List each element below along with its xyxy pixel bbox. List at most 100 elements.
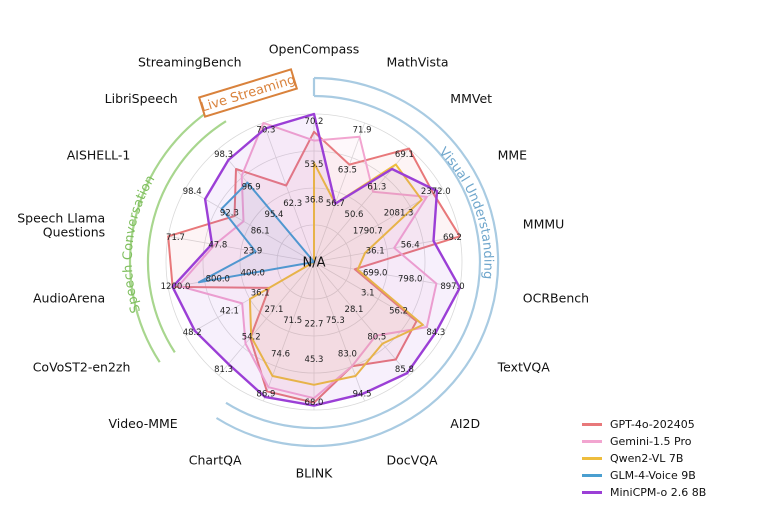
axis-label-mme: MME xyxy=(498,148,528,163)
tick-label: 28.1 xyxy=(345,305,364,315)
tick-label: 86.1 xyxy=(251,226,270,236)
tick-label: 63.5 xyxy=(338,166,357,176)
tick-label: 61.3 xyxy=(367,183,386,193)
tick-label: 699.0 xyxy=(363,268,387,278)
grid-spoke xyxy=(263,122,315,263)
series-glm-4-voice-9b xyxy=(197,181,315,284)
axis-label-aishell-1: AISHELL-1 xyxy=(67,148,131,163)
legend-item-minicpm: MiniCPM-o 2.6 8B xyxy=(582,484,706,501)
legend-label: Gemini-1.5 Pro xyxy=(610,435,692,448)
axis-label-covost2-en2zh: CoVoST2-en2zh xyxy=(33,360,131,375)
axis-label-line: Speech Llama xyxy=(17,210,105,225)
tick-label: 42.1 xyxy=(220,306,239,316)
radar-series xyxy=(167,112,461,407)
legend: GPT-4o-202405 Gemini-1.5 Pro Qwen2-VL 7B… xyxy=(582,416,706,501)
tick-label: 1790.7 xyxy=(353,226,383,236)
tick-label: 3.1 xyxy=(361,289,375,299)
axis-label-mmmu: MMMU xyxy=(523,217,565,232)
legend-swatch xyxy=(582,491,602,494)
band-visual-understanding xyxy=(215,76,500,448)
tick-label: 23.9 xyxy=(243,247,262,257)
grid-spoke xyxy=(313,261,410,376)
grid-spoke xyxy=(313,148,410,263)
tick-label: 70.2 xyxy=(305,117,324,127)
tick-label: 96.9 xyxy=(242,183,261,193)
tick-label: 50.6 xyxy=(345,210,364,220)
band-speech-conversation xyxy=(129,105,218,363)
axis-label-blink: BLINK xyxy=(296,466,334,481)
tick-label: 798.0 xyxy=(398,275,422,285)
tick-label: 84.3 xyxy=(426,328,445,338)
axis-label-line: Questions xyxy=(43,224,105,239)
band-live-streaming-box xyxy=(197,68,299,118)
center-label: N/A xyxy=(303,256,326,271)
tick-label: 897.0 xyxy=(440,282,464,292)
tick-label: 83.0 xyxy=(338,349,357,359)
axis-label-audioarena: AudioArena xyxy=(33,290,105,305)
tick-label: 62.3 xyxy=(283,199,302,209)
legend-item-gemini: Gemini-1.5 Pro xyxy=(582,433,706,450)
tick-label: 27.1 xyxy=(265,305,284,315)
tick-label: 70.3 xyxy=(256,125,275,135)
axis-label-ocrbench: OCRBench xyxy=(523,290,589,305)
tick-label: 81.3 xyxy=(214,365,233,375)
tick-label: 80.5 xyxy=(367,332,386,342)
axis-label-mmvet: MMVet xyxy=(450,91,492,106)
tick-label: 69.1 xyxy=(395,150,414,160)
axis-label-video-mme: Video-MME xyxy=(108,416,177,431)
grid-spoke xyxy=(263,261,315,402)
series-gpt-4o-202405 xyxy=(167,130,461,404)
grid-spoke xyxy=(218,261,315,376)
grid-spoke xyxy=(313,122,365,263)
legend-label: Qwen2-VL 7B xyxy=(610,452,684,465)
tick-label: 2081.3 xyxy=(384,209,414,219)
band-visual-understanding xyxy=(225,94,481,430)
tick-label: 69.2 xyxy=(443,233,462,243)
tick-label: 98.3 xyxy=(214,150,233,160)
tick-label: 36.1 xyxy=(251,289,270,299)
tick-label: 94.5 xyxy=(353,390,372,400)
tick-label: 400.0 xyxy=(241,268,265,278)
tick-label: 47.8 xyxy=(208,241,227,251)
tick-label: 56.2 xyxy=(389,306,408,316)
tick-label: 86.9 xyxy=(256,390,275,400)
series-minicpm-o-2-6-8b xyxy=(171,112,461,407)
tick-label: 68.0 xyxy=(305,398,324,408)
axis-label-ai2d: AI2D xyxy=(450,416,480,431)
tick-label: 800.0 xyxy=(206,275,230,285)
tick-label: 95.4 xyxy=(265,210,284,220)
legend-item-gpt4o: GPT-4o-202405 xyxy=(582,416,706,433)
tick-label: 1200.0 xyxy=(161,282,191,292)
axis-label-mathvista: MathVista xyxy=(387,54,449,69)
grid-spoke xyxy=(313,261,365,402)
legend-swatch xyxy=(582,423,602,426)
grid-spoke xyxy=(185,187,315,263)
tick-label: 75.3 xyxy=(326,316,345,326)
tick-label: 56.4 xyxy=(401,241,420,251)
grid-spoke xyxy=(313,235,460,263)
legend-label: GLM-4-Voice 9B xyxy=(610,469,696,482)
tick-label: 36.1 xyxy=(366,247,385,257)
axis-label-chartqa: ChartQA xyxy=(189,453,242,468)
tick-label: 2372.0 xyxy=(421,187,451,197)
axis-labels: OpenCompassMathVistaMMVetMMEMMMUOCRBench… xyxy=(17,42,589,481)
band-speech-conversation-text: Speech Conversation xyxy=(121,173,159,315)
legend-item-qwen2vl: Qwen2-VL 7B xyxy=(582,450,706,467)
band-speech-conversation-label: Speech Conversation xyxy=(121,173,159,315)
tick-label: 48.2 xyxy=(183,328,202,338)
tick-label: 74.6 xyxy=(271,349,290,359)
tick-label: 71.9 xyxy=(353,125,372,135)
tick-label: 54.2 xyxy=(242,332,261,342)
tick-label: 53.5 xyxy=(305,160,324,170)
legend-label: GPT-4o-202405 xyxy=(610,418,695,431)
band-speech-conversation xyxy=(146,120,227,353)
legend-item-glm4voice: GLM-4-Voice 9B xyxy=(582,467,706,484)
tick-label: 98.4 xyxy=(183,187,202,197)
tick-label: 85.8 xyxy=(395,365,414,375)
tick-label: 36.8 xyxy=(305,195,324,205)
legend-swatch xyxy=(582,440,602,443)
band-live-streaming: Live Streaming xyxy=(197,68,299,118)
tick-labels: 36.853.570.256.763.571.950.661.369.11790… xyxy=(161,117,465,408)
